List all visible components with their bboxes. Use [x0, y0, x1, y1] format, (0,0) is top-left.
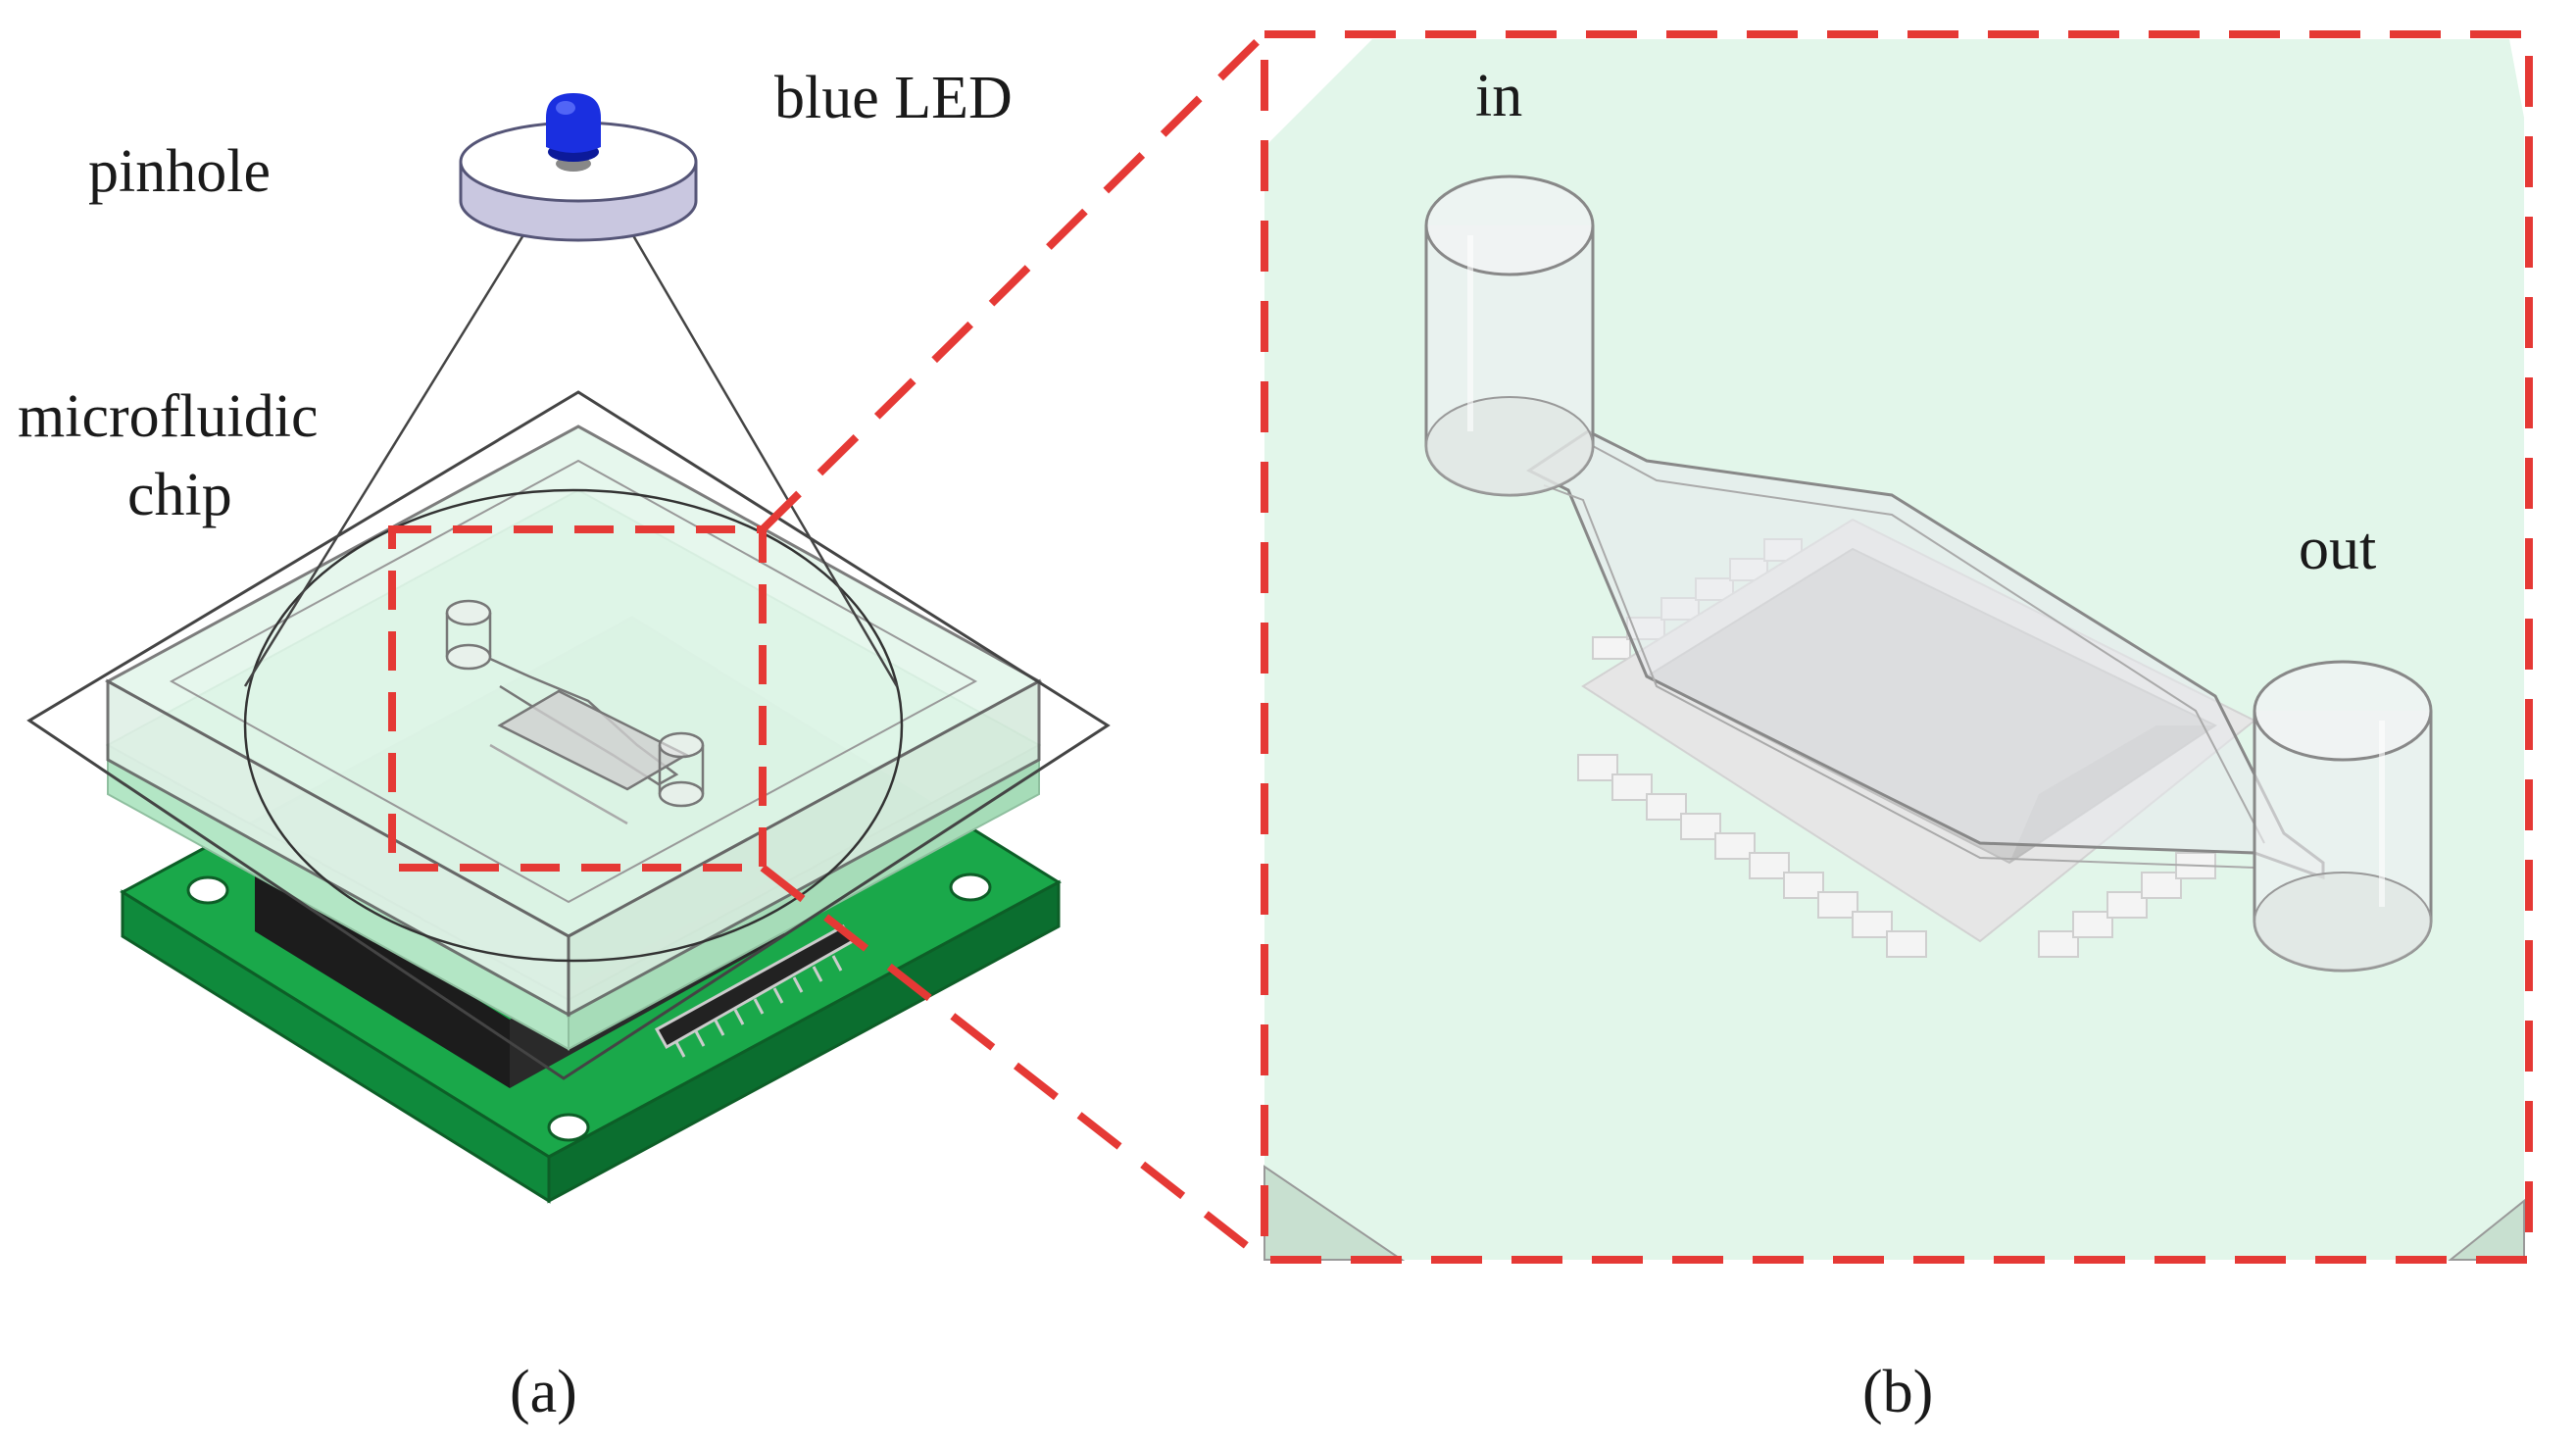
microfluidic-chip-label-line1: microfluidic	[18, 383, 318, 450]
panel-a: pinhole blue LED microfluidic chip	[18, 65, 1111, 1204]
inlet-reservoir	[1424, 175, 1595, 497]
caption-b: (b)	[1862, 1359, 1933, 1425]
pcb-mount-hole	[547, 1113, 590, 1142]
connector-pins	[654, 924, 856, 1058]
zoom-detail-frame	[1261, 30, 2533, 1264]
caption-a: (a)	[510, 1359, 577, 1425]
pcb-mount-hole	[949, 873, 992, 902]
light-cone	[243, 225, 899, 687]
zoom-connector-lines	[760, 31, 1267, 1264]
pcb-mount-hole	[186, 875, 229, 905]
blue-led	[546, 93, 601, 162]
illumination-spot	[243, 488, 904, 963]
blue-led-label: blue LED	[774, 65, 1013, 131]
microfluidic-chip-slab	[26, 390, 1111, 1080]
pinhole-label: pinhole	[88, 138, 271, 205]
pinhole-disc	[459, 121, 698, 242]
inlet-label: in	[1475, 63, 1522, 129]
outlet-label: out	[2299, 516, 2376, 582]
outlet-reservoir	[2253, 660, 2433, 973]
panel-b: in out	[1261, 30, 2533, 1264]
mini-channel	[445, 599, 705, 825]
zoom-region-box	[388, 525, 767, 872]
microfluidic-chip-label-line2: chip	[127, 462, 232, 528]
